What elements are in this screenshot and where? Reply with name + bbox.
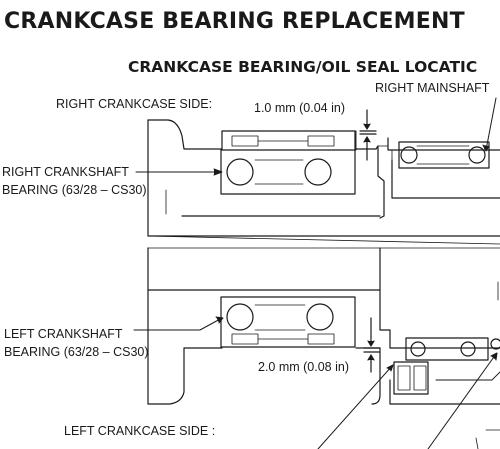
dimension-bottom-label: 2.0 mm (0.08 in) xyxy=(258,360,350,374)
right-crankcase-side-label: RIGHT CRANKCASE SIDE: xyxy=(56,97,213,111)
leader-lines xyxy=(133,97,500,449)
left-crankcase-side-label: LEFT CRANKCASE SIDE : xyxy=(64,424,216,438)
section-subtitle: CRANKCASE BEARING/OIL SEAL LOCATIC xyxy=(128,58,478,76)
left-crankshaft-bearing xyxy=(220,296,356,348)
right-crankshaft-bearing xyxy=(220,130,357,195)
left-crankshaft-label-line1: LEFT CRANKSHAFT xyxy=(4,327,123,341)
right-crankshaft-label-line2: BEARING (63/28 – CS30) xyxy=(2,183,147,197)
dimension-top-marker xyxy=(359,109,377,161)
dimension-top-label: 1.0 mm (0.04 in) xyxy=(254,101,346,115)
right-mainshaft-bearing xyxy=(398,141,490,169)
dimension-bottom-marker xyxy=(363,317,381,373)
page-title: CRANKCASE BEARING REPLACEMENT xyxy=(4,9,465,34)
left-crankshaft-label-line2: BEARING (63/28 – CS30) xyxy=(4,345,149,359)
left-mainshaft-bearing xyxy=(393,337,500,395)
left-crankcase-outline xyxy=(147,247,500,405)
right-mainshaft-label: RIGHT MAINSHAFT xyxy=(375,81,490,95)
right-crankshaft-label-line1: RIGHT CRANKSHAFT xyxy=(2,165,129,179)
right-crankcase-outline xyxy=(147,119,500,245)
